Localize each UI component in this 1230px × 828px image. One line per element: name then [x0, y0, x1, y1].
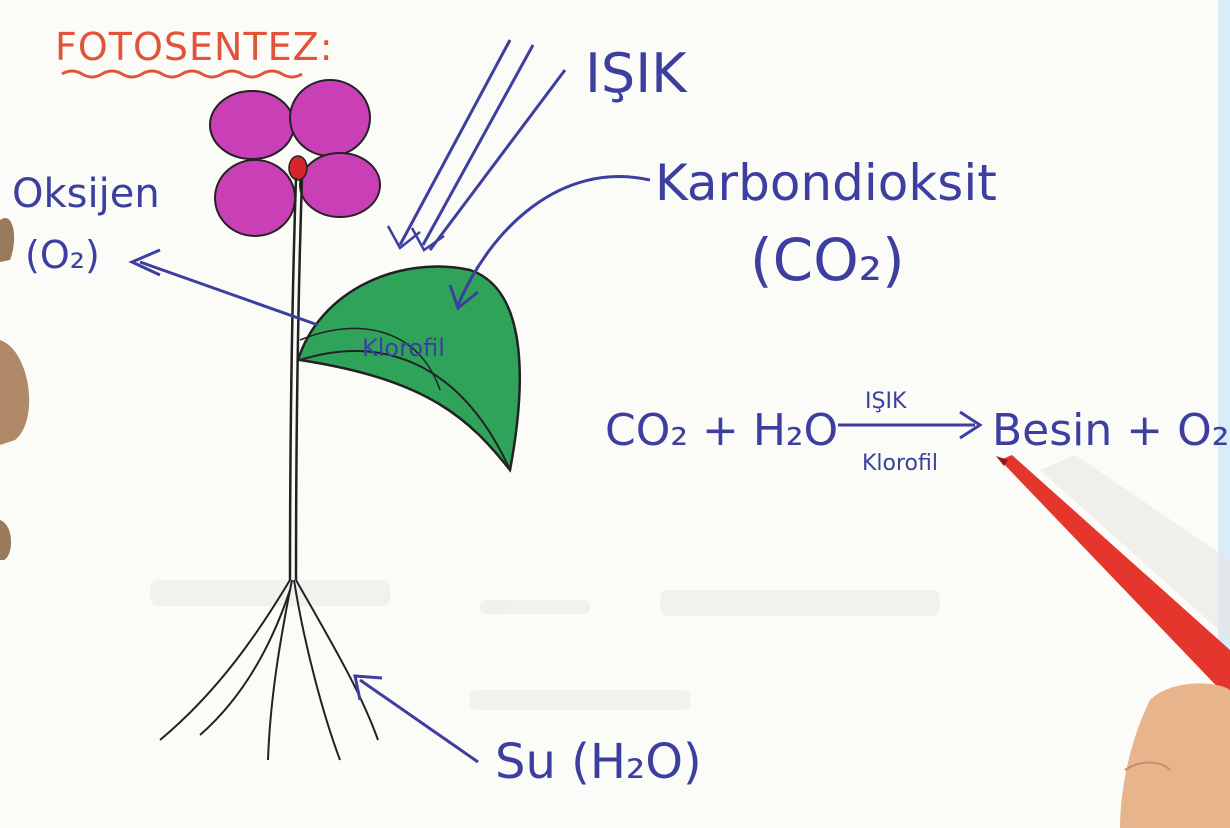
petal [210, 91, 294, 159]
leaf [298, 267, 520, 470]
red-pen [996, 455, 1230, 700]
water-arrow [355, 676, 478, 762]
oxygen-formula: (O₂) [25, 233, 100, 277]
water-label: Su (H₂O) [495, 734, 702, 790]
hand [1120, 683, 1230, 828]
equation-reactants: CO₂ + H₂O [605, 405, 838, 456]
title-underline [62, 71, 302, 77]
petal [290, 80, 370, 156]
leaf-label: Klorofil [362, 334, 445, 362]
light-rays [388, 40, 565, 250]
petal [300, 153, 380, 217]
co2-formula: (CO₂) [750, 226, 905, 294]
co2-label: Karbondioksit [655, 154, 997, 212]
title: FOTOSENTEZ: [55, 25, 334, 69]
flower-center [289, 156, 307, 180]
roots [160, 580, 378, 760]
equation-below-arrow: Klorofil [862, 451, 938, 476]
equation: CO₂ + H₂O IŞIK Klorofil Besin + O₂ [605, 389, 1229, 476]
light-label: IŞIK [585, 42, 688, 105]
oxygen-label: Oksijen [12, 171, 160, 217]
oxygen-arrow [132, 250, 318, 325]
equation-above-arrow: IŞIK [865, 389, 907, 414]
equation-arrow [838, 412, 980, 438]
stem [290, 178, 302, 580]
petal [215, 160, 295, 236]
equation-products: Besin + O₂ [992, 405, 1229, 456]
